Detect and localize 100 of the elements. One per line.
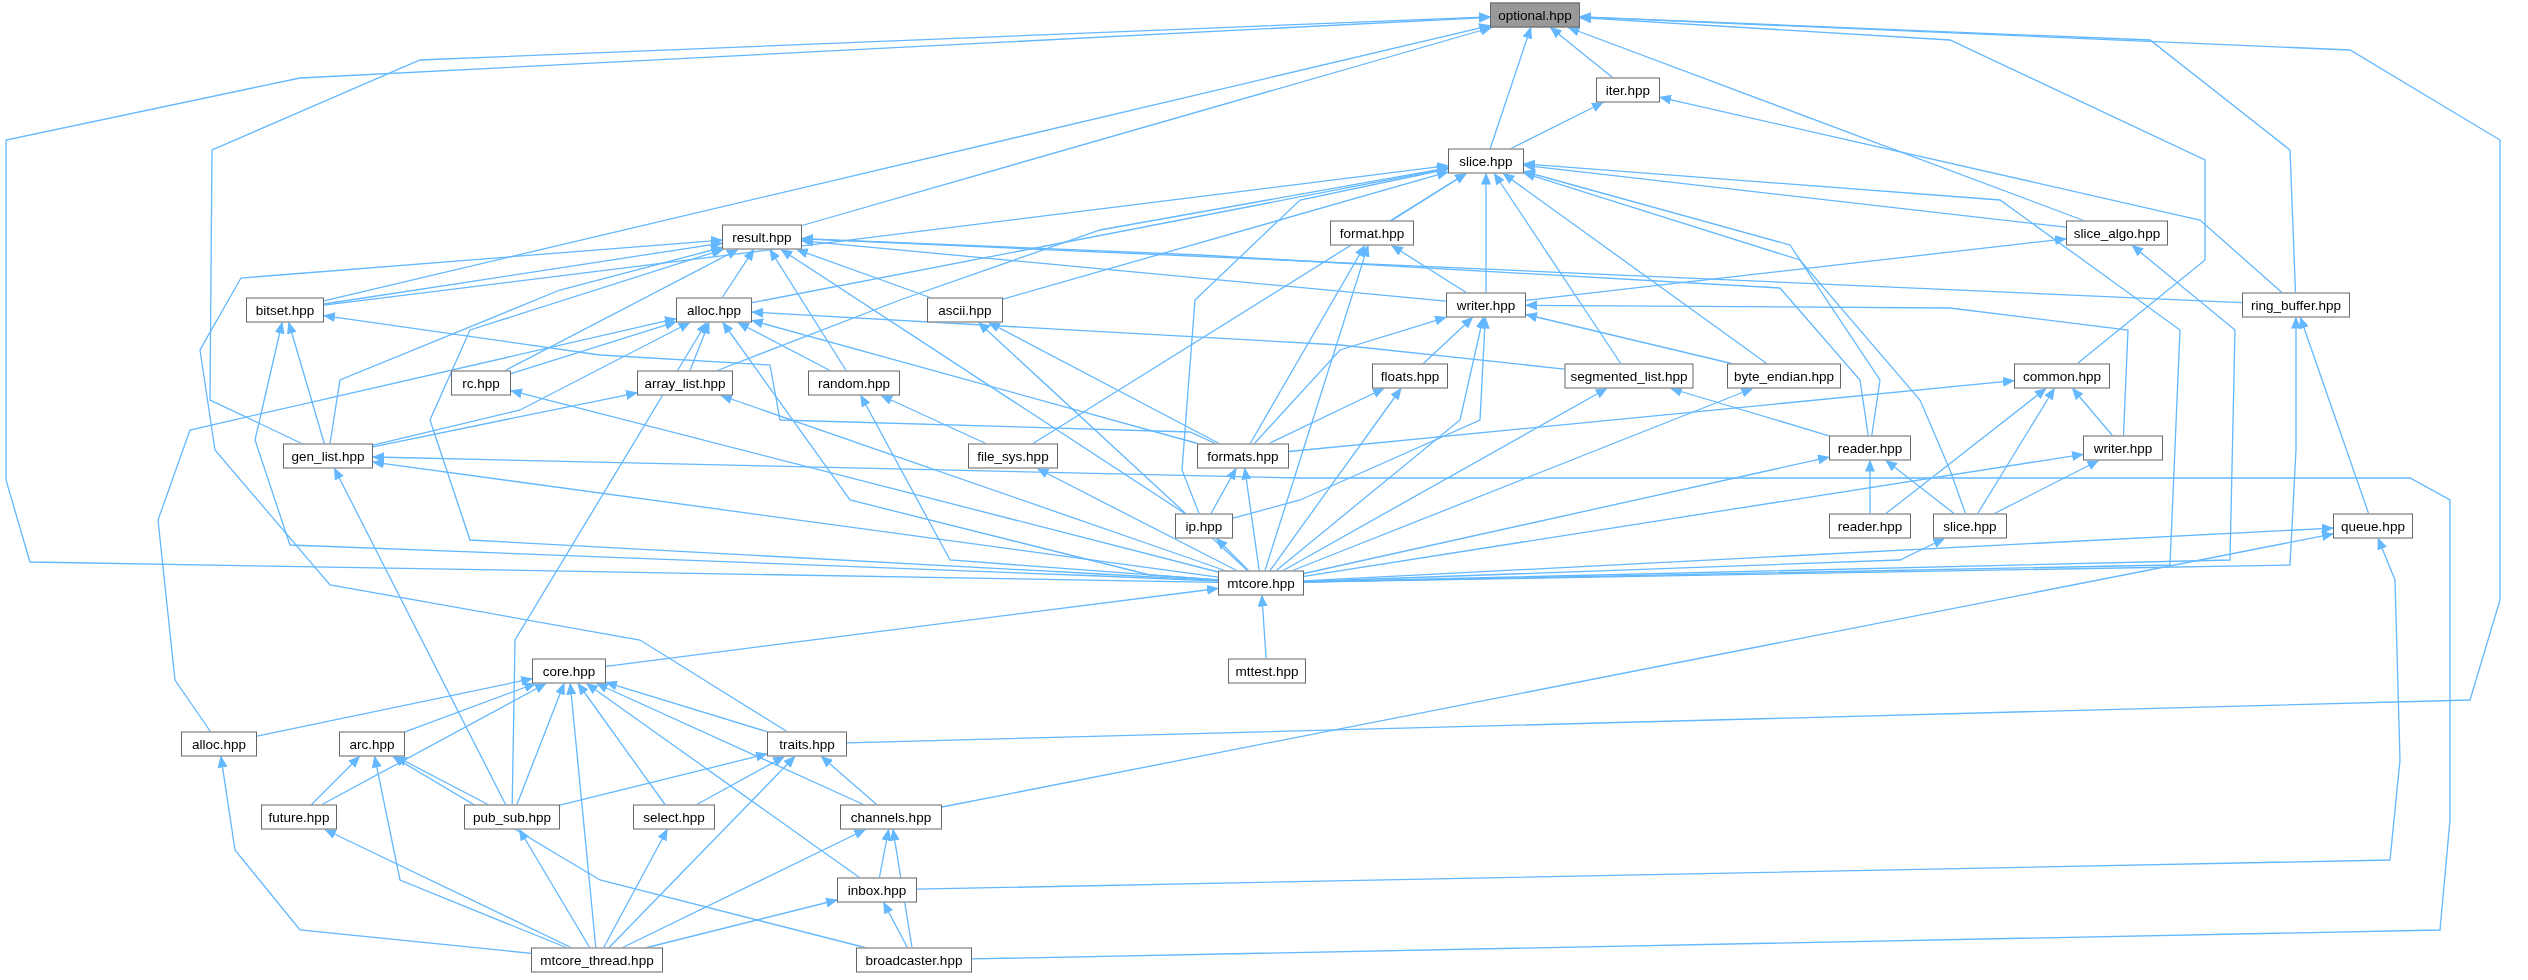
arrow [795, 248, 931, 299]
file-box: ring_buffer.hpp [2242, 292, 2350, 318]
file-box: pub_sub.hpp [464, 804, 560, 830]
arrow [585, 682, 861, 879]
file-box: slice.hpp [1933, 513, 2007, 539]
arrow [1288, 376, 2015, 453]
file-box: writer.hpp [2083, 435, 2163, 461]
arrow [1181, 166, 1449, 515]
arrow [1032, 172, 1467, 445]
file-box: broadcaster.hpp [856, 947, 972, 973]
file-box: result.hpp [722, 224, 802, 250]
arrow [987, 321, 1220, 445]
arrow [1268, 387, 1385, 445]
arrow [1481, 172, 1491, 294]
arrow [1502, 172, 1768, 365]
arrow [504, 248, 739, 372]
arrow [329, 245, 723, 445]
arrow [310, 755, 361, 806]
file-box: traits.hpp [767, 731, 847, 757]
arrow [860, 394, 1219, 581]
arrow [511, 321, 708, 806]
file-box: channels.hpp [840, 804, 942, 830]
arrow [977, 321, 1249, 572]
file-box: ascii.hpp [927, 297, 1003, 323]
arrow [1291, 387, 1754, 572]
arrow [1210, 467, 1237, 515]
arrow [254, 321, 1219, 582]
arrow [1865, 459, 1875, 515]
arrow [2299, 316, 2370, 515]
arrow [333, 467, 507, 806]
arrow [1567, 26, 2085, 222]
arrow [287, 321, 325, 445]
file-box: byte_endian.hpp [1727, 363, 1841, 389]
file-box: reader.hpp [1829, 435, 1911, 461]
arrow [1303, 454, 1830, 575]
arrow [1232, 316, 1490, 519]
file-box: random.hpp [808, 370, 900, 396]
arrow [1549, 26, 1614, 79]
arrow [751, 318, 1199, 445]
file-box: ip.hpp [1175, 513, 1233, 539]
arrow [882, 901, 909, 949]
file-box: segmented_list.hpp [1564, 363, 1694, 389]
arrow [1390, 244, 1467, 294]
arrow [323, 23, 1491, 302]
file-box: iter.hpp [1596, 77, 1660, 103]
arrow [1002, 170, 1449, 300]
arrow [605, 680, 768, 733]
arrow [1510, 101, 1604, 150]
file-box: slice_algo.hpp [2066, 220, 2168, 246]
arrow [1525, 312, 1733, 365]
arrow [1303, 451, 2084, 577]
file-box: inbox.hpp [837, 877, 917, 903]
arrow [577, 682, 666, 806]
arrow [1579, 12, 2297, 294]
arrow [518, 828, 591, 949]
arrow [2071, 387, 2114, 437]
arrow [1303, 316, 2301, 583]
file-box: core.hpp [532, 658, 606, 684]
arrow [721, 248, 755, 299]
arrow [566, 682, 597, 949]
arrow [880, 394, 987, 445]
arrow [1249, 244, 1366, 445]
file-box: future.hpp [261, 804, 337, 830]
arrow [1303, 523, 2334, 582]
arrow [372, 321, 691, 446]
arrow [372, 390, 638, 448]
arrow [1257, 594, 1268, 660]
arrow [1977, 387, 2055, 515]
arrow [737, 321, 831, 372]
arrow [256, 676, 533, 737]
file-box: floats.hpp [1372, 363, 1448, 389]
arrow [1525, 300, 2129, 437]
arrow [720, 394, 1226, 572]
arrow [1269, 387, 1402, 572]
arrow [372, 458, 1219, 578]
arrow [1275, 316, 1486, 572]
arrow [1489, 26, 1533, 150]
arrow [1282, 387, 1608, 572]
file-box: mtcore.hpp [1218, 570, 1304, 596]
arrow [716, 164, 1449, 372]
file-box: mttest.hpp [1228, 658, 1306, 684]
arrow [846, 12, 2501, 744]
arrow [608, 755, 796, 949]
file-box: writer.hpp [1446, 292, 1526, 318]
arrow [1523, 169, 1881, 437]
arrow [769, 248, 847, 372]
arrow [801, 234, 1869, 437]
file-box: slice.hpp [1448, 148, 1524, 174]
file-box: file_sys.hpp [968, 443, 1058, 469]
file-box: formats.hpp [1197, 443, 1289, 469]
arrow [646, 897, 838, 949]
arrow [510, 388, 1219, 573]
arrow [696, 755, 786, 806]
file-box: format.hpp [1330, 220, 1414, 246]
arrow [323, 312, 1217, 445]
arrow [516, 682, 565, 806]
arrow [404, 682, 537, 733]
arrow [217, 755, 532, 954]
file-box: select.hpp [633, 804, 715, 830]
arrow [372, 452, 2451, 960]
